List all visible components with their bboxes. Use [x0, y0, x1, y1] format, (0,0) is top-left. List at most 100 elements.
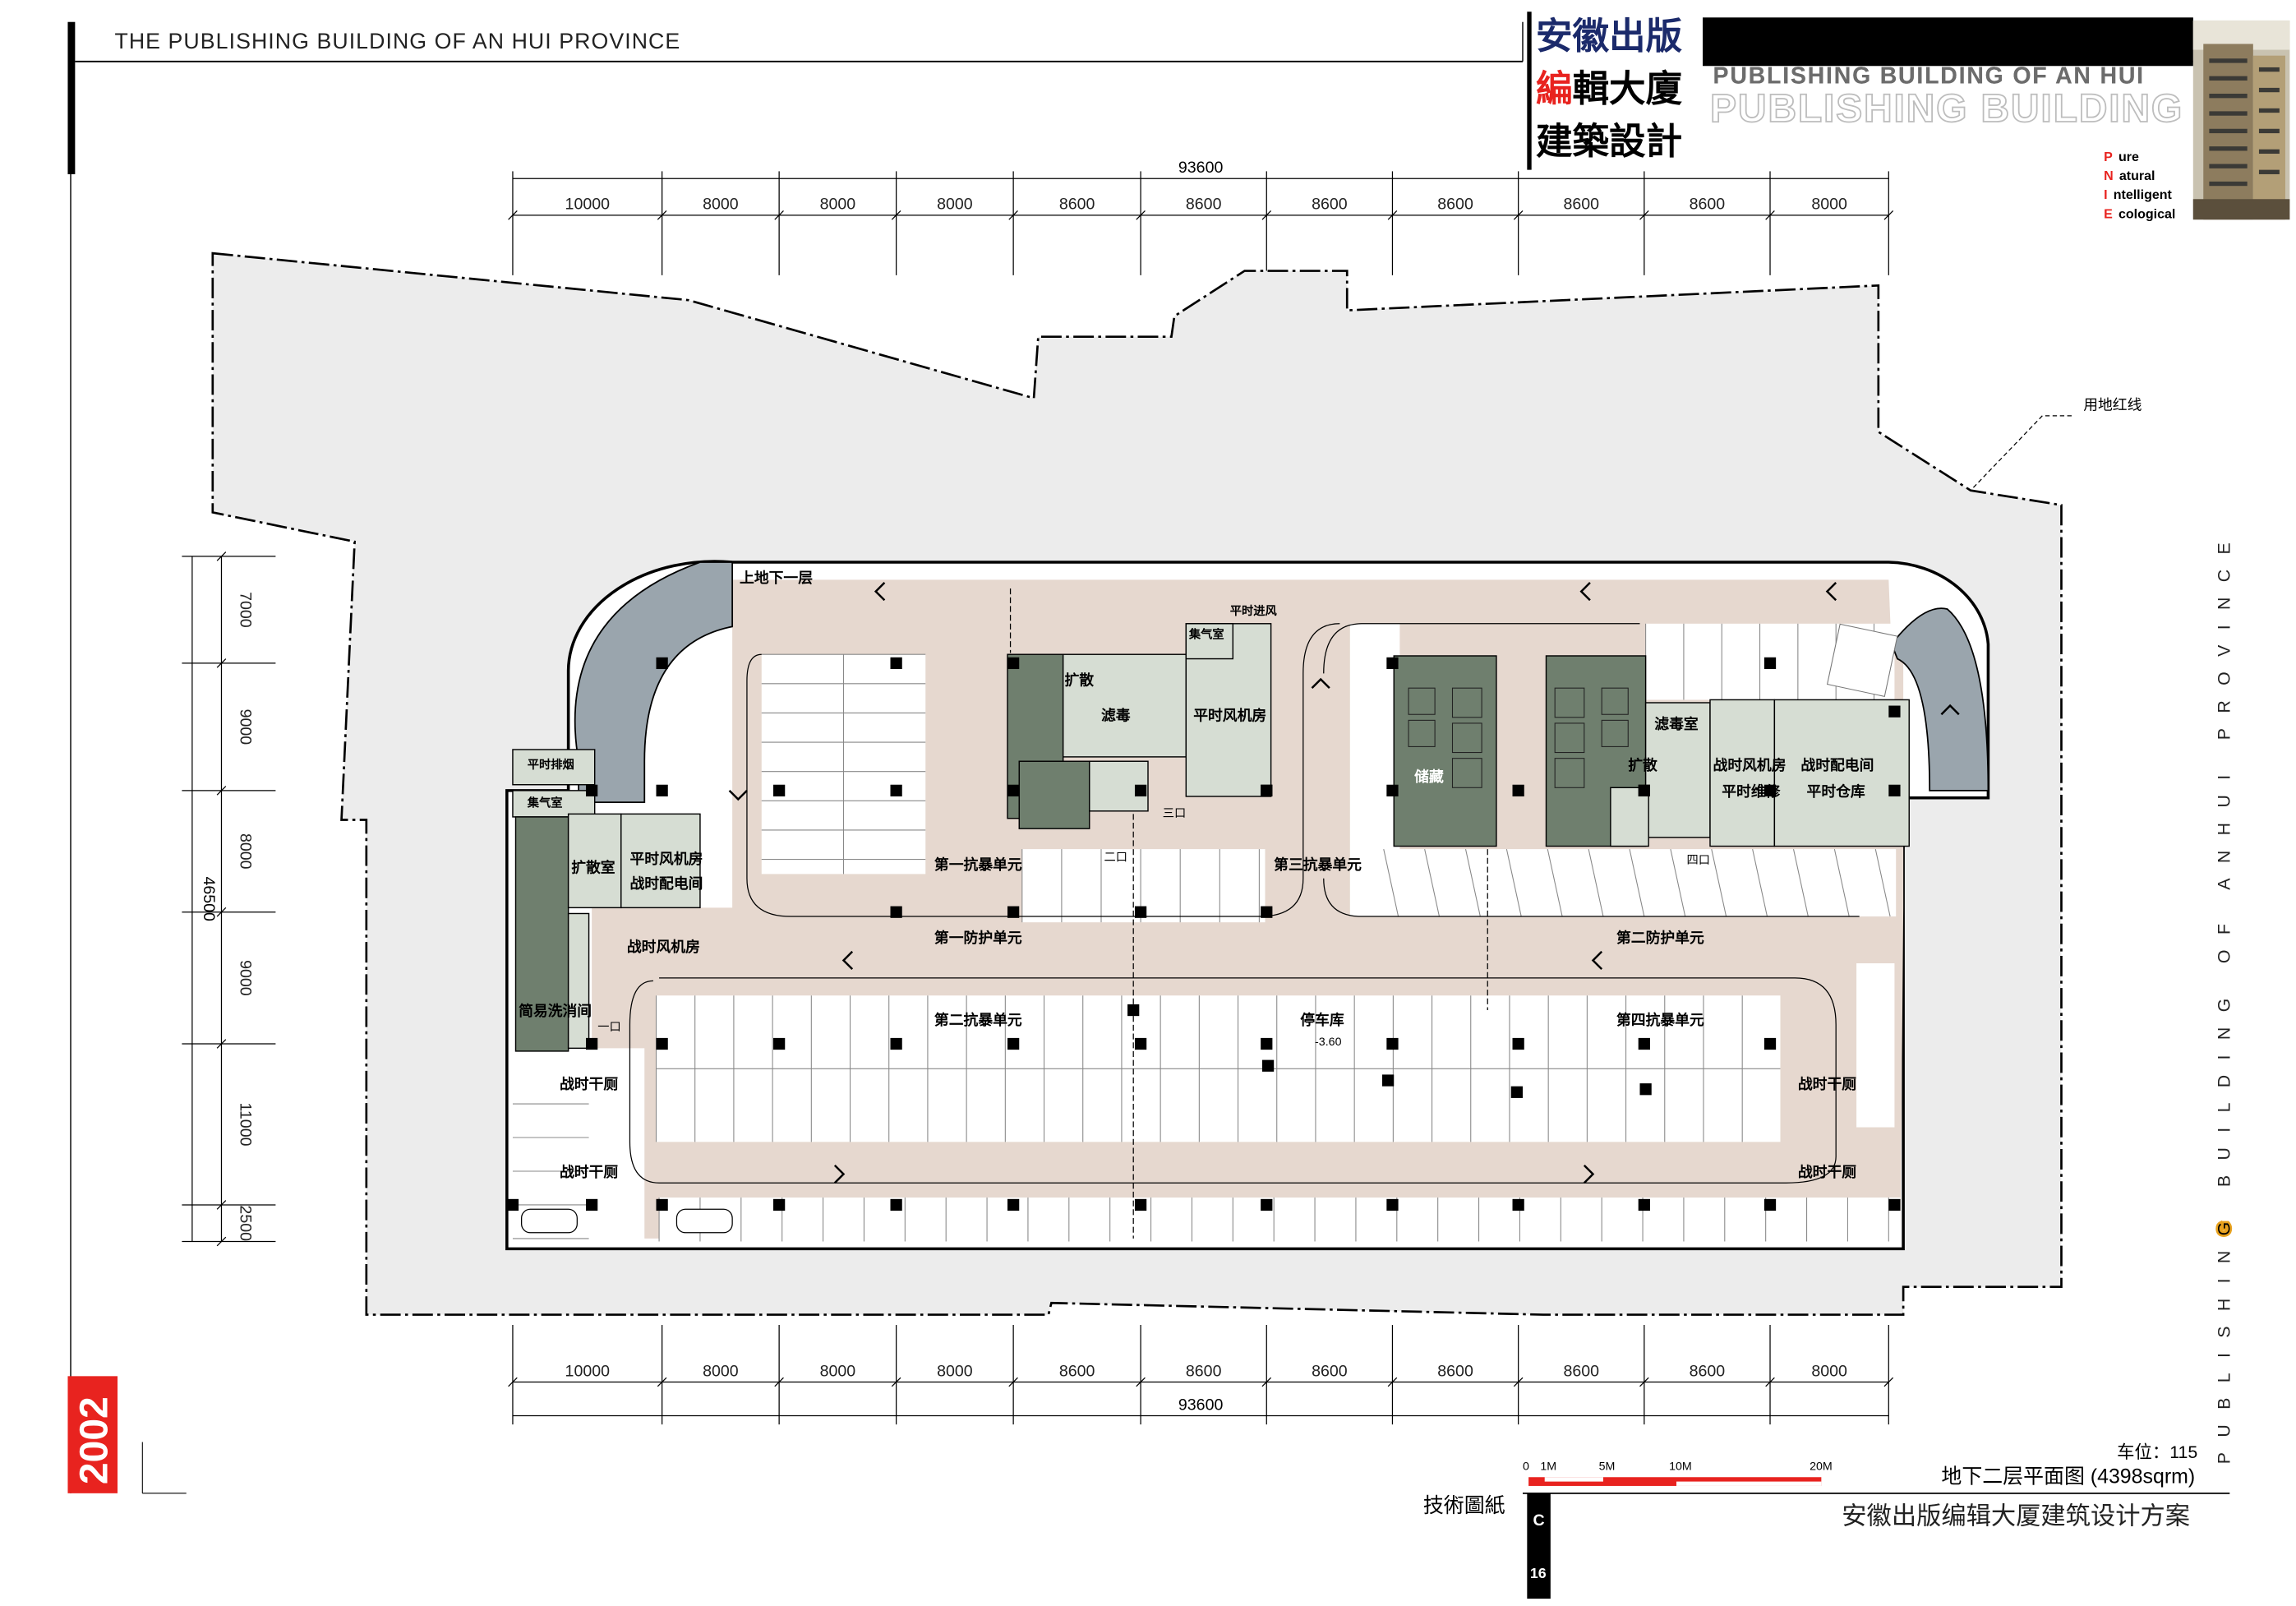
label-fan-room-2a: 战时风机房	[1713, 756, 1787, 773]
bottom-dimension-bay-9: 8600	[1690, 1362, 1726, 1380]
sheet-letter: C	[1533, 1511, 1544, 1530]
label-dry-toilet-1: 战时干厕	[560, 1076, 618, 1092]
sheet-number: 16	[1530, 1565, 1547, 1581]
bottom-dimension-bay-1: 8000	[703, 1362, 739, 1380]
label-gas-room: 集气室	[1188, 627, 1224, 642]
project-title: 安徽出版编辑大厦建筑设计方案	[1842, 1502, 2190, 1530]
bottom-dimension-bay-8: 8600	[1563, 1362, 1599, 1380]
label-elevation: -3.60	[1315, 1036, 1342, 1049]
vertical-side-title: PUBLISHING BUILDING OF ANHUI PROVINCE	[2212, 528, 2236, 1464]
bottom-dimension-chain	[508, 1325, 1894, 1425]
label-ramp-up: 上地下一层	[740, 569, 813, 586]
cn-logo: 安徽出版 編輯大廈 建築設計	[1527, 12, 1683, 170]
label-protect-2: 第二防护单元	[1616, 929, 1704, 946]
label-door-1: 一口	[597, 1021, 620, 1034]
label-expansion-1: 扩散	[1064, 671, 1094, 689]
top-dimension-bay-2: 8000	[820, 196, 856, 214]
bottom-dimension-bay-3: 8000	[937, 1362, 973, 1380]
label-unit-3: 第三抗暴单元	[1274, 856, 1362, 873]
ramp-right	[1890, 607, 1989, 791]
building-rendering-image	[2192, 20, 2290, 220]
bottom-dimension-bay-5: 8600	[1186, 1362, 1222, 1380]
bottom-dimension-bay-7: 8600	[1437, 1362, 1473, 1380]
bottom-dimension-bay-10: 8000	[1811, 1362, 1847, 1380]
header-left-title: THE PUBLISHING BUILDING OF AN HUI PROVIN…	[114, 29, 680, 53]
label-fan-room-2b: 平时维修	[1722, 782, 1780, 800]
svg-text:10M: 10M	[1669, 1460, 1692, 1473]
label-fan-room-1: 平时风机房	[1193, 706, 1266, 723]
drawing-type: 技術圖紙	[1423, 1494, 1505, 1517]
car-icon	[521, 1208, 733, 1234]
label-unit-4: 第四抗暴单元	[1616, 1011, 1704, 1028]
top-dimension-bay-9: 8600	[1690, 196, 1726, 214]
label-unit-1: 第一抗暴单元	[934, 856, 1022, 873]
left-dimension-bay-0: 7000	[237, 592, 255, 628]
svg-text:編輯大廈: 編輯大廈	[1536, 69, 1683, 109]
top-dimension-bay-7: 8600	[1437, 196, 1473, 214]
label-dry-toilet-2: 战时干厕	[560, 1164, 618, 1180]
year-text: 2002	[72, 1396, 117, 1484]
top-dimension-bay-1: 8000	[703, 196, 739, 214]
cn-logo-line-3: 建築設計	[1536, 122, 1682, 162]
left-dimension-bay-2: 8000	[237, 833, 255, 870]
site-boundary-label: 用地红线	[2083, 397, 2142, 413]
label-gas-room-2: 集气室	[527, 795, 563, 810]
footer: 车位：115 0 1M 5M 10M 20M 地下二层平面图 (4398sqrm…	[1423, 1442, 2230, 1599]
year-badge: 2002	[67, 1376, 118, 1493]
left-dimension-bay-4: 11000	[237, 1102, 255, 1146]
parking-count: 车位：115	[2117, 1442, 2197, 1462]
label-smoke-exhaust: 平时排烟	[528, 757, 574, 772]
label-dry-toilet-4: 战时干厕	[1798, 1164, 1856, 1180]
label-unit-2: 第二抗暴单元	[934, 1011, 1022, 1028]
top-dimension-bay-6: 8600	[1312, 196, 1348, 214]
label-filter-1: 滤毒	[1101, 706, 1131, 723]
label-door-2: 二口	[1104, 851, 1127, 864]
label-dist-room-a: 战时配电间	[1800, 756, 1874, 773]
ramp-left	[574, 561, 734, 803]
cn-logo-line-2: 輯大廈	[1573, 69, 1683, 109]
label-storage: 储藏	[1413, 768, 1444, 785]
bottom-dimension-bay-2: 8000	[820, 1362, 856, 1380]
bottom-dimension-bay-6: 8600	[1312, 1362, 1348, 1380]
top-dimension-bay-8: 8600	[1563, 196, 1599, 214]
left-dimension-bay-3: 9000	[237, 960, 255, 996]
label-door-3: 三口	[1163, 807, 1186, 820]
svg-text:PUBLISHING BUILDING OF ANHUI P: PUBLISHING BUILDING OF ANHUI PROVINCE	[2214, 528, 2234, 1464]
scale-bar: 0 1M 5M 10M 20M	[1523, 1460, 1833, 1486]
svg-text:1M: 1M	[1540, 1460, 1556, 1473]
label-dry-toilet-3: 战时干厕	[1798, 1076, 1856, 1092]
label-protect-1: 第一防护单元	[934, 929, 1022, 946]
top-dimension-chain	[508, 171, 1894, 275]
top-dimension-bay-4: 8600	[1059, 196, 1095, 214]
top-dimension-bay-5: 8600	[1186, 196, 1222, 214]
left-dimension-bay-1: 9000	[237, 709, 255, 745]
label-war-fan-room: 战时风机房	[627, 938, 700, 955]
left-dimension-chain	[182, 551, 276, 1247]
bottom-dimension-total: 93600	[1178, 1396, 1224, 1414]
en-logo-title: PUBLISHING BUILDING OF AN HUI	[1713, 63, 2145, 90]
svg-text:20M: 20M	[1810, 1460, 1833, 1473]
en-logo: PUBLISHING BUILDING OF AN HUI PUBLISHING…	[1703, 17, 2193, 132]
label-fan-room-3a: 平时风机房	[629, 850, 703, 867]
top-dimension-total: 93600	[1178, 159, 1224, 177]
svg-text:5M: 5M	[1599, 1460, 1616, 1473]
svg-text:0: 0	[1523, 1460, 1529, 1473]
en-logo-title-front: PUBLISHING BUILDING OF AN HUI	[1713, 63, 2145, 90]
left-dimension-total: 46500	[200, 876, 218, 921]
label-garage: 停车库	[1300, 1011, 1344, 1028]
basement-plan	[505, 560, 1990, 1251]
cn-logo-red-char: 編	[1536, 69, 1573, 109]
top-dimension-bay-0: 10000	[565, 196, 611, 214]
top-dimension-bay-10: 8000	[1811, 196, 1847, 214]
bottom-dimension-bay-0: 10000	[565, 1362, 611, 1380]
cn-logo-line-1: 安徽出版	[1536, 16, 1683, 57]
left-dimension-bay-5: 2500	[237, 1205, 255, 1241]
top-dimension-bay-3: 8000	[937, 196, 973, 214]
direction-arrows	[728, 582, 1960, 1184]
